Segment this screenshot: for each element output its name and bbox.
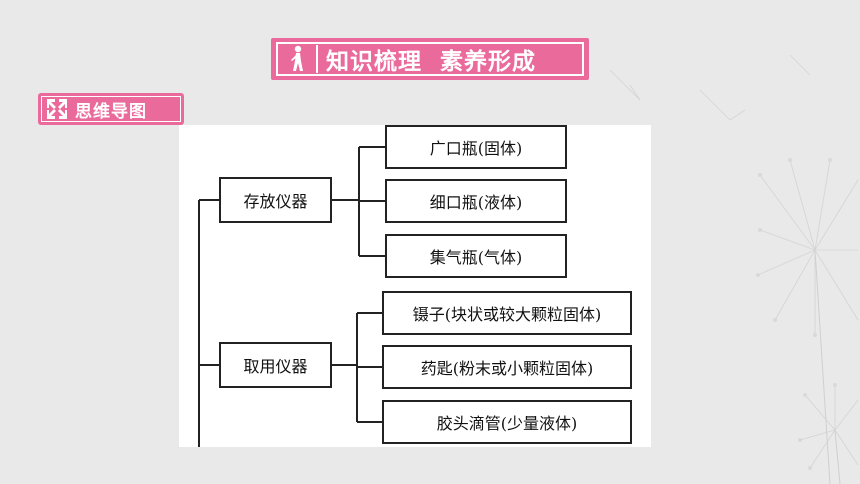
connector-lines: [198, 146, 385, 447]
leaf-node-gas-jar: 集气瓶(气体): [385, 234, 567, 278]
mind-map-panel: 存放仪器 广口瓶(固体) 细口瓶(液体) 集气瓶(气体) 取用仪器 镊子(块状或…: [179, 125, 651, 447]
section-title: 思维导图: [75, 101, 147, 122]
leaf-node-wide-mouth-bottle: 广口瓶(固体): [385, 125, 567, 169]
title-banner: 知识梳理 素养形成: [271, 38, 589, 80]
leaf-node-dropper: 胶头滴管(少量液体): [382, 400, 632, 444]
title-separator: [316, 45, 318, 73]
page-title: 知识梳理 素养形成: [326, 49, 537, 75]
mind-map-arrows-icon: [45, 97, 69, 121]
group-node-taking: 取用仪器: [219, 342, 332, 388]
leaf-node-spatula: 药匙(粉末或小颗粒固体): [382, 345, 632, 389]
leaf-node-narrow-mouth-bottle: 细口瓶(液体): [385, 179, 567, 223]
leaf-node-tweezers: 镊子(块状或较大颗粒固体): [382, 291, 632, 335]
group-node-storage: 存放仪器: [219, 177, 332, 223]
walking-figure-icon: [291, 45, 303, 71]
section-label: 思维导图: [38, 93, 184, 125]
